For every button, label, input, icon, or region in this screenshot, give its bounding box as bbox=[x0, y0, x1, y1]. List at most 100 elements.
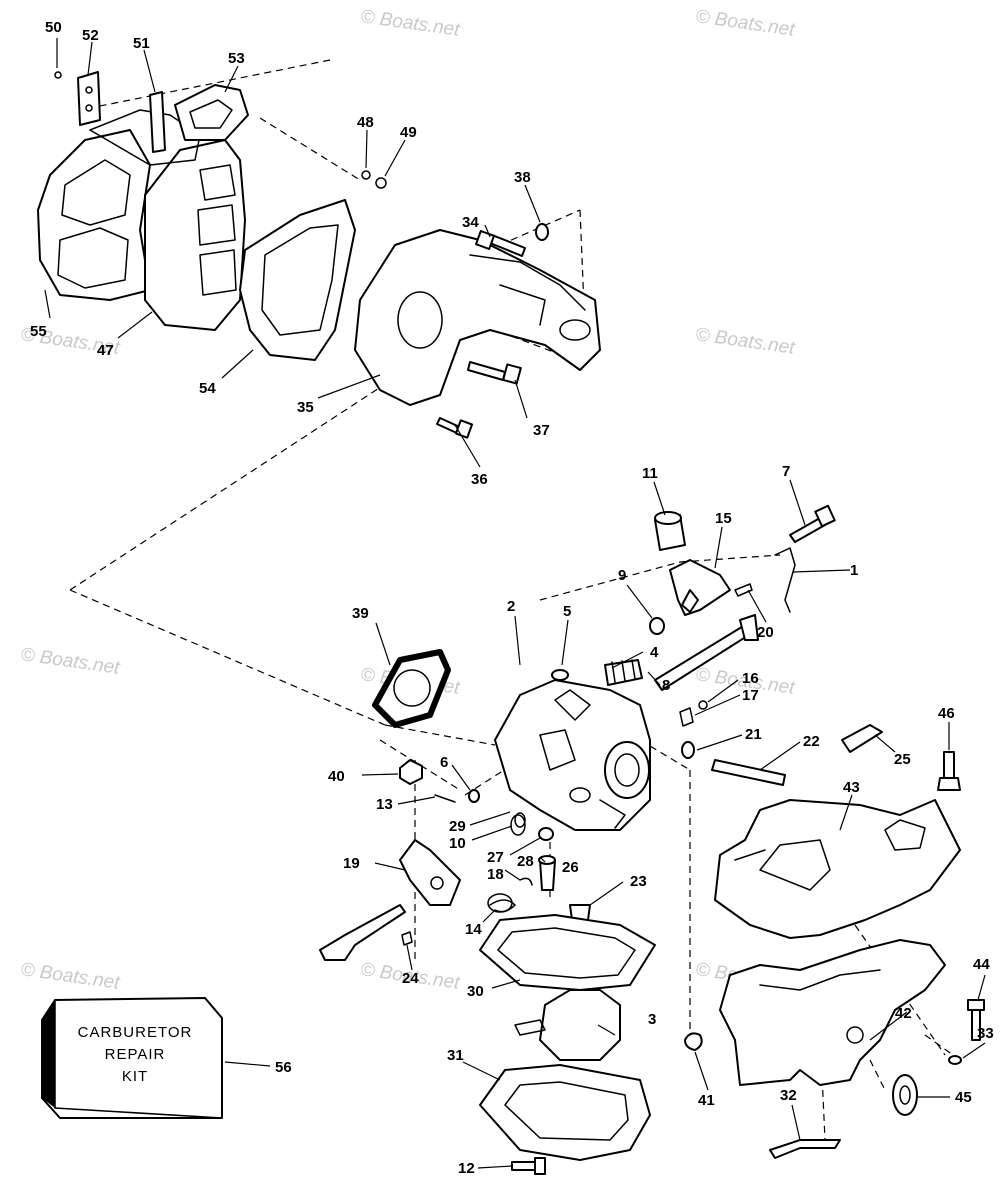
kit-label-line2: REPAIR bbox=[105, 1046, 166, 1063]
cover-43 bbox=[714, 799, 961, 939]
callout-6: 6 bbox=[440, 754, 448, 771]
callout-38: 38 bbox=[514, 169, 531, 186]
nut-40 bbox=[399, 759, 423, 785]
callout-31: 31 bbox=[447, 1047, 464, 1064]
callout-42: 42 bbox=[895, 1005, 912, 1022]
callout-18: 18 bbox=[487, 866, 504, 883]
bracket-42 bbox=[719, 939, 946, 1086]
callout-50: 50 bbox=[45, 19, 62, 36]
washer-48 bbox=[361, 170, 371, 180]
shaft bbox=[654, 614, 759, 691]
plate-47 bbox=[89, 109, 246, 331]
screw-46 bbox=[937, 751, 961, 791]
washer-6 bbox=[468, 789, 480, 803]
lever-19 bbox=[399, 839, 461, 906]
callout-5: 5 bbox=[563, 603, 571, 620]
watermark: © Boats.net bbox=[694, 6, 796, 41]
callout-4: 4 bbox=[650, 644, 659, 661]
plug-25 bbox=[841, 724, 883, 753]
callout-34: 34 bbox=[462, 214, 479, 231]
clip-18 bbox=[519, 877, 533, 886]
callout-39: 39 bbox=[352, 605, 369, 622]
washer-9 bbox=[649, 617, 665, 635]
clip-17 bbox=[679, 707, 694, 727]
callout-17: 17 bbox=[742, 687, 759, 704]
callout-32: 32 bbox=[780, 1087, 797, 1104]
float-3 bbox=[514, 989, 621, 1061]
screw-20 bbox=[734, 583, 753, 597]
gasket-39 bbox=[372, 649, 451, 728]
callout-45: 45 bbox=[955, 1089, 972, 1106]
callout-44: 44 bbox=[973, 956, 990, 973]
callout-21: 21 bbox=[745, 726, 762, 743]
callout-36: 36 bbox=[471, 471, 488, 488]
reed-51 bbox=[149, 91, 166, 153]
nut-49 bbox=[375, 177, 387, 189]
pin-24 bbox=[401, 931, 413, 946]
callout-14: 14 bbox=[465, 921, 482, 938]
callout-24: 24 bbox=[402, 970, 419, 987]
callout-53: 53 bbox=[228, 50, 245, 67]
callout-41: 41 bbox=[698, 1092, 715, 1109]
callout-35: 35 bbox=[297, 399, 314, 416]
callout-16: 16 bbox=[742, 670, 759, 687]
lever-15 bbox=[669, 559, 731, 616]
callout-25: 25 bbox=[894, 751, 911, 768]
callouts: 50 52 51 53 48 49 38 34 55 47 54 35 37 3… bbox=[30, 19, 994, 1177]
watermark: © Boats.net bbox=[19, 959, 121, 994]
spring-14 bbox=[487, 893, 516, 913]
clip-41 bbox=[684, 1032, 703, 1051]
callout-7: 7 bbox=[782, 463, 790, 480]
callout-28: 28 bbox=[517, 853, 534, 870]
callout-51: 51 bbox=[133, 35, 150, 52]
carburetor-body bbox=[494, 679, 651, 831]
needle-22 bbox=[711, 759, 786, 786]
watermark: © Boats.net bbox=[694, 324, 796, 359]
callout-26: 26 bbox=[562, 859, 579, 876]
callout-15: 15 bbox=[715, 510, 732, 527]
kit-label-line1: CARBURETOR bbox=[78, 1024, 193, 1041]
watermark: © Boats.net bbox=[19, 644, 121, 679]
throttle-arm bbox=[319, 904, 406, 961]
callout-20: 20 bbox=[757, 624, 774, 641]
callout-3: 3 bbox=[648, 1011, 656, 1028]
screw-36 bbox=[436, 417, 474, 439]
plate-52 bbox=[77, 71, 101, 126]
callout-47: 47 bbox=[97, 342, 114, 359]
callout-22: 22 bbox=[803, 733, 820, 750]
callout-49: 49 bbox=[400, 124, 417, 141]
callout-37: 37 bbox=[533, 422, 550, 439]
callout-30: 30 bbox=[467, 983, 484, 1000]
callout-46: 46 bbox=[938, 705, 955, 722]
callout-55: 55 bbox=[30, 323, 47, 340]
callout-52: 52 bbox=[82, 27, 99, 44]
kit-label-line3: KIT bbox=[122, 1068, 148, 1085]
bracket-35 bbox=[354, 229, 601, 406]
washer-38 bbox=[535, 223, 549, 241]
gasket-30 bbox=[479, 914, 656, 991]
callout-11: 11 bbox=[642, 465, 658, 482]
callout-54: 54 bbox=[199, 380, 216, 397]
callout-2: 2 bbox=[507, 598, 515, 615]
screw-50 bbox=[54, 71, 62, 79]
gasket-54 bbox=[239, 199, 356, 361]
spring-8 bbox=[604, 659, 643, 686]
screw-37 bbox=[467, 361, 522, 385]
callout-48: 48 bbox=[357, 114, 374, 131]
plug-21 bbox=[681, 741, 695, 759]
callout-40: 40 bbox=[328, 768, 345, 785]
callout-10: 10 bbox=[449, 835, 466, 852]
cap-11 bbox=[654, 511, 686, 551]
watermark: © Boats.net bbox=[359, 6, 461, 41]
callout-8: 8 bbox=[662, 677, 670, 694]
repair-kit-box: CARBURETOR REPAIR KIT bbox=[41, 997, 223, 1119]
washer-27 bbox=[538, 827, 554, 841]
gasket-53 bbox=[174, 84, 249, 141]
callout-33: 33 bbox=[977, 1025, 994, 1042]
pin-13 bbox=[434, 794, 456, 803]
link-32 bbox=[769, 1139, 841, 1159]
link-1 bbox=[774, 547, 796, 613]
screw-12 bbox=[511, 1157, 546, 1175]
callout-27: 27 bbox=[487, 849, 504, 866]
